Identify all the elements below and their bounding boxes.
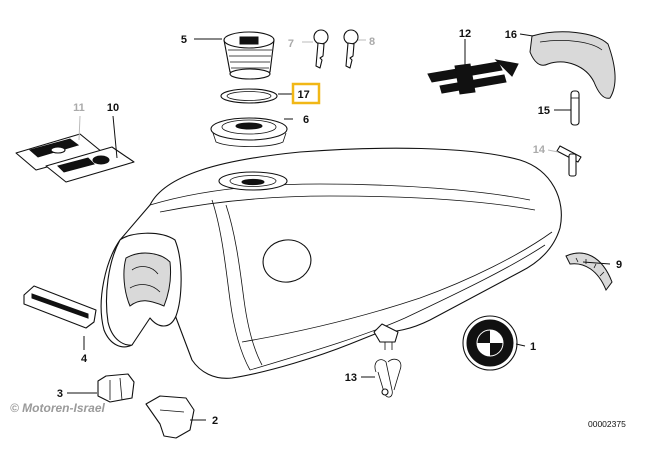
callout-5[interactable]: 5 bbox=[181, 34, 187, 46]
callout-9[interactable]: 9 bbox=[616, 259, 622, 271]
part-gasket-ring[interactable] bbox=[220, 88, 278, 104]
callout-6[interactable]: 6 bbox=[303, 114, 309, 126]
selected-callout-highlight bbox=[291, 82, 321, 105]
callout-15[interactable]: 15 bbox=[538, 105, 550, 117]
callout-11[interactable]: 11 bbox=[73, 102, 85, 114]
callout-12[interactable]: 12 bbox=[459, 28, 471, 40]
part-rubber-buffer[interactable] bbox=[97, 373, 135, 403]
callout-17[interactable]: 17 bbox=[298, 89, 310, 101]
callout-13[interactable]: 13 bbox=[345, 372, 357, 384]
part-roundel-badge[interactable] bbox=[462, 315, 518, 371]
callout-4[interactable]: 4 bbox=[81, 353, 88, 365]
callout-8[interactable]: 8 bbox=[369, 36, 375, 48]
callout-16[interactable]: 16 bbox=[505, 29, 517, 41]
part-decal-sheet-11[interactable] bbox=[15, 133, 103, 171]
callout-10[interactable]: 10 bbox=[107, 102, 119, 114]
callout-1[interactable]: 1 bbox=[530, 341, 536, 353]
part-pin[interactable] bbox=[570, 90, 580, 126]
callout-2[interactable]: 2 bbox=[212, 415, 218, 427]
watermark-text: © Motoren-Israel bbox=[10, 401, 106, 415]
part-filler-flange[interactable] bbox=[210, 117, 288, 147]
part-knee-pad[interactable] bbox=[529, 31, 616, 99]
callout-3[interactable]: 3 bbox=[57, 388, 63, 400]
part-filler-cap[interactable] bbox=[223, 31, 275, 80]
part-spring-clip[interactable] bbox=[374, 358, 402, 398]
callout-14[interactable]: 14 bbox=[533, 144, 546, 156]
part-key-7[interactable] bbox=[313, 29, 329, 69]
part-decal-sheet-10[interactable] bbox=[45, 146, 135, 183]
document-id: 00002375 bbox=[588, 419, 626, 429]
part-side-emblem[interactable] bbox=[23, 285, 97, 329]
callout-7[interactable]: 7 bbox=[288, 38, 294, 50]
part-rubber-pad[interactable] bbox=[145, 395, 195, 439]
part-bolt[interactable] bbox=[556, 145, 582, 177]
part-key-8[interactable] bbox=[343, 29, 359, 69]
fuel-tank[interactable] bbox=[100, 147, 562, 379]
part-stripe-decal[interactable] bbox=[427, 59, 519, 95]
leader-lines bbox=[67, 33, 611, 421]
part-trim-strip[interactable] bbox=[565, 252, 613, 292]
